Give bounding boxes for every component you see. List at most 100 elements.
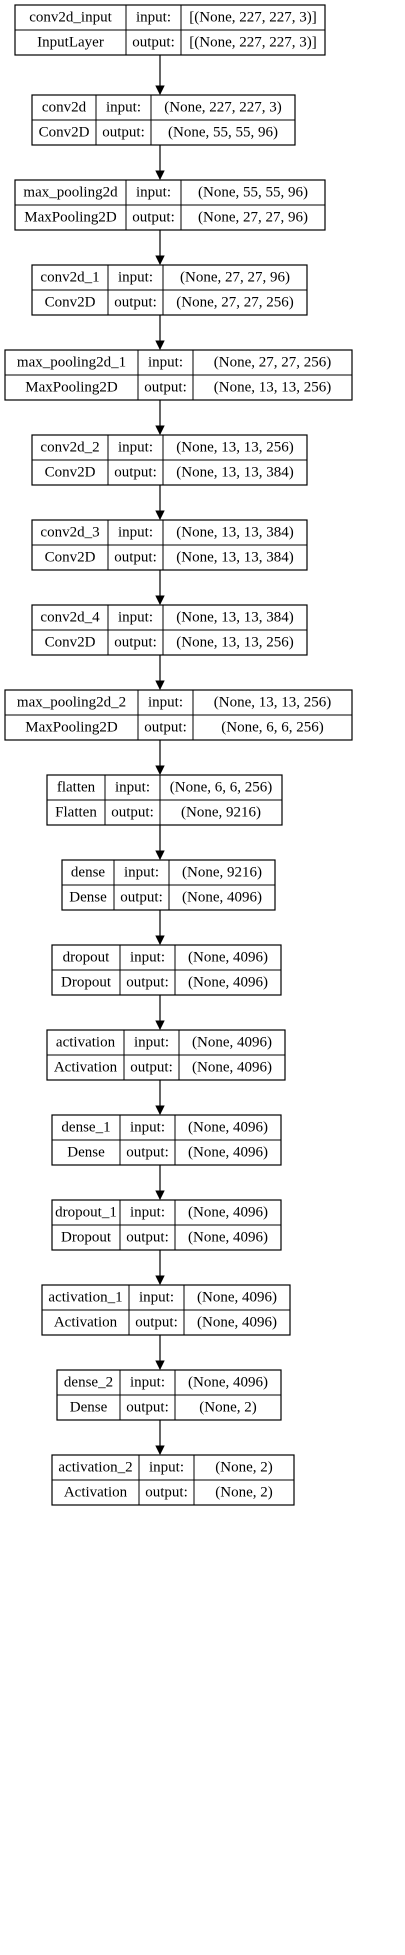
output-label: output:: [132, 35, 175, 51]
input-shape: (None, 4096): [188, 1375, 268, 1391]
output-shape: (None, 13, 13, 384): [176, 550, 293, 566]
input-shape: (None, 4096): [188, 1205, 268, 1221]
input-label: input:: [130, 1120, 165, 1136]
layer-type: Conv2D: [45, 550, 96, 566]
layer-node-activation_2: activation_2Activationinput:output:(None…: [51, 1454, 295, 1506]
layer-type: InputLayer: [37, 35, 104, 51]
output-shape: (None, 4096): [197, 1315, 277, 1331]
layer-node-conv2d_input: conv2d_inputInputLayerinput:output:[(Non…: [14, 4, 326, 56]
input-shape: (None, 4096): [188, 1120, 268, 1136]
layer-name: activation: [56, 1035, 116, 1051]
layer-name: dropout: [63, 950, 110, 966]
layer-name: dense_2: [64, 1375, 113, 1391]
input-label: input:: [118, 270, 153, 286]
input-label: input:: [130, 1375, 165, 1391]
layer-type: Activation: [64, 1485, 128, 1501]
output-label: output:: [114, 295, 157, 311]
layer-name: conv2d_2: [40, 440, 99, 456]
output-shape: (None, 4096): [188, 1230, 268, 1246]
output-label: output:: [132, 210, 175, 226]
input-shape: (None, 27, 27, 96): [180, 270, 290, 286]
output-shape: (None, 9216): [181, 805, 261, 821]
layer-name: conv2d_input: [29, 10, 112, 26]
output-label: output:: [114, 635, 157, 651]
layer-name: activation_1: [48, 1290, 122, 1306]
layer-name: conv2d_3: [40, 525, 99, 541]
input-label: input:: [130, 950, 165, 966]
input-label: input:: [118, 525, 153, 541]
input-label: input:: [106, 100, 141, 116]
layer-type: MaxPooling2D: [24, 210, 117, 226]
layer-type: Dense: [67, 1145, 105, 1161]
layer-type: Activation: [54, 1315, 118, 1331]
input-label: input:: [118, 610, 153, 626]
input-shape: (None, 4096): [192, 1035, 272, 1051]
input-shape: (None, 4096): [188, 950, 268, 966]
layer-name: conv2d_1: [40, 270, 99, 286]
output-label: output:: [126, 1145, 169, 1161]
output-label: output:: [145, 1485, 188, 1501]
input-shape: (None, 13, 13, 256): [214, 695, 331, 711]
output-label: output:: [135, 1315, 178, 1331]
layer-type: Dense: [70, 1400, 108, 1416]
output-label: output:: [126, 1400, 169, 1416]
layer-type: MaxPooling2D: [25, 720, 118, 736]
layer-name: flatten: [57, 780, 96, 796]
layer-name: max_pooling2d_1: [17, 355, 126, 371]
input-shape: (None, 27, 27, 256): [214, 355, 331, 371]
input-shape: (None, 6, 6, 256): [170, 780, 272, 796]
input-label: input:: [136, 185, 171, 201]
output-label: output:: [130, 1060, 173, 1076]
input-label: input:: [134, 1035, 169, 1051]
output-shape: (None, 4096): [188, 1145, 268, 1161]
layer-name: dense_1: [61, 1120, 110, 1136]
input-shape: (None, 13, 13, 384): [176, 610, 293, 626]
layer-name: max_pooling2d: [23, 185, 118, 201]
layer-name: activation_2: [58, 1460, 132, 1476]
output-shape: (None, 27, 27, 256): [176, 295, 293, 311]
input-shape: (None, 13, 13, 256): [176, 440, 293, 456]
layer-node-max_pooling2d_2: max_pooling2d_2MaxPooling2Dinput:output:…: [4, 689, 353, 741]
layer-type: Dropout: [61, 975, 112, 991]
layer-type: Activation: [54, 1060, 118, 1076]
output-label: output:: [120, 890, 163, 906]
input-label: input:: [124, 865, 159, 881]
input-label: input:: [115, 780, 150, 796]
output-shape: (None, 13, 13, 256): [214, 380, 331, 396]
input-label: input:: [139, 1290, 174, 1306]
output-shape: (None, 4096): [188, 975, 268, 991]
layer-type: Flatten: [55, 805, 97, 821]
input-label: input:: [149, 1460, 184, 1476]
input-shape: (None, 4096): [197, 1290, 277, 1306]
input-shape: (None, 9216): [182, 865, 262, 881]
input-shape: (None, 227, 227, 3): [164, 100, 281, 116]
layer-type: Conv2D: [39, 125, 90, 141]
output-label: output:: [144, 720, 187, 736]
output-shape: (None, 2): [199, 1400, 256, 1416]
layer-name: dropout_1: [55, 1205, 117, 1221]
output-shape: (None, 27, 27, 96): [198, 210, 308, 226]
layer-name: conv2d_4: [40, 610, 100, 626]
layer-type: Dropout: [61, 1230, 112, 1246]
input-shape: (None, 55, 55, 96): [198, 185, 308, 201]
layer-type: Conv2D: [45, 295, 96, 311]
input-label: input:: [118, 440, 153, 456]
input-label: input:: [148, 695, 183, 711]
input-label: input:: [130, 1205, 165, 1221]
layer-type: Conv2D: [45, 465, 96, 481]
layer-node-max_pooling2d_1: max_pooling2d_1MaxPooling2Dinput:output:…: [4, 349, 353, 401]
layer-type: MaxPooling2D: [25, 380, 118, 396]
